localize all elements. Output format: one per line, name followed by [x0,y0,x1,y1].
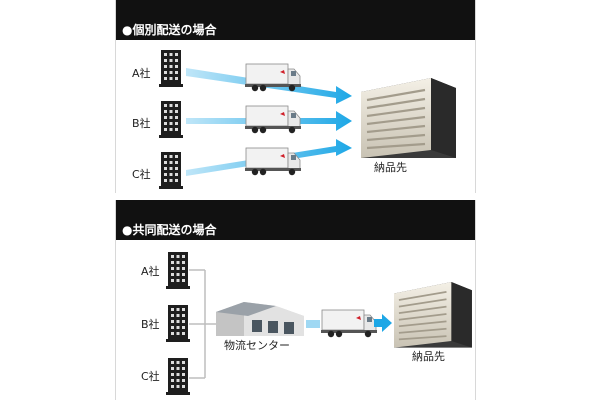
truck-c-icon [245,148,301,175]
company-a-label: A社 [132,65,151,81]
company-c-building-icon [159,152,183,189]
company-b-building-icon [159,101,183,138]
individual-delivery-panel: ●個別配送の場合 [115,0,476,193]
joint-company-b-building-icon [166,305,190,342]
joint-company-b-label: B社 [141,316,160,332]
individual-delivery-graphic [116,0,475,193]
company-c-label: C社 [132,166,151,182]
logistics-center-label: 物流センター [224,337,290,353]
joint-company-a-building-icon [166,252,190,289]
destination-warehouse-icon [361,78,456,158]
company-a-building-icon [159,50,183,87]
joint-delivery-panel: ●共同配送の場合 [115,200,476,400]
truck-b-icon [245,106,301,133]
joint-company-c-building-icon [166,358,190,395]
connector-lines [189,270,216,378]
joint-destination-label: 納品先 [412,348,445,364]
destination-label: 納品先 [374,159,407,175]
company-b-label: B社 [132,115,151,131]
joint-delivery-graphic [116,200,475,400]
joint-company-c-label: C社 [141,368,160,384]
joint-truck-icon [321,310,377,337]
logistics-center-icon [216,302,304,336]
joint-arrow-to-truck [306,320,320,328]
joint-destination-warehouse-icon [394,282,472,348]
joint-arrow-to-destination [374,314,392,332]
joint-company-a-label: A社 [141,263,160,279]
